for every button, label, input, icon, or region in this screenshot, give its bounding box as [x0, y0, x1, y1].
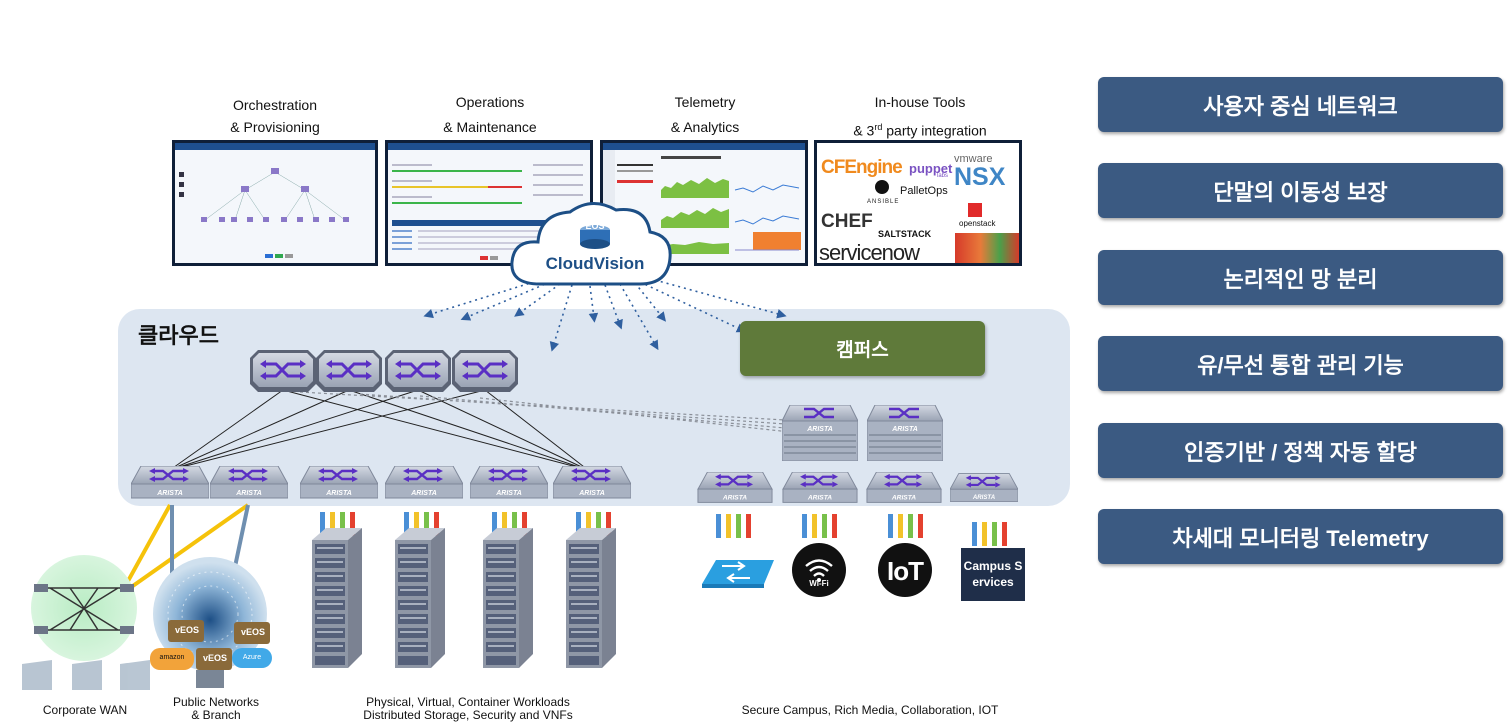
caption-line: & 3rd party integration	[820, 115, 1020, 144]
caption-line: Physical, Virtual, Container Workloads	[366, 695, 570, 709]
traffic-bars-icon	[802, 514, 837, 538]
spine-switch-icon	[452, 350, 518, 392]
access-switch-icon	[866, 472, 942, 504]
leaf-switch-icon	[470, 466, 548, 500]
puppet-logo: puppet	[909, 161, 953, 176]
orchestration-screenshot	[172, 140, 378, 266]
caption-line: & Analytics	[670, 119, 740, 135]
caption-workloads: Physical, Virtual, Container Workloads D…	[320, 696, 616, 722]
access-switch-device-icon	[702, 560, 774, 588]
caption-line: Public Networks	[172, 695, 260, 709]
caption-inhouse-tools: In-house Tools & 3rd party integration	[820, 90, 1020, 144]
leaf-switch-icon	[385, 466, 463, 500]
campus-services-line: Campus S	[963, 559, 1023, 573]
feature-telemetry: 차세대 모니터링 Telemetry	[1098, 509, 1503, 564]
caption-telemetry: Telemetry & Analytics	[630, 90, 780, 140]
palletops-logo: PalletOps	[900, 185, 948, 197]
caption-line: Telemetry	[674, 94, 736, 110]
caption-line: Distributed Storage, Security and VNFs	[363, 708, 573, 722]
azure-logo: Azure	[242, 654, 262, 661]
feature-auth-policy: 인증기반 / 정책 자동 할당	[1098, 423, 1503, 478]
servicenow-logo: servicenow	[819, 240, 920, 265]
puppet-labs-text: labs	[937, 173, 949, 179]
campus-label: 캠퍼스	[740, 321, 985, 376]
caption-orchestration: Orchestration & Provisioning	[200, 94, 350, 138]
operations-thumbnail	[392, 164, 586, 260]
saltstack-logo: SALTSTACK	[878, 229, 932, 239]
server-rack-icon	[312, 528, 362, 668]
caption-corporate-wan: Corporate WAN	[42, 703, 128, 717]
public-cloud-icon	[150, 557, 272, 688]
leaf-switch-icon	[553, 466, 631, 500]
caption-part: party integration	[882, 122, 987, 139]
server-rack-icon	[395, 528, 445, 668]
amazon-logo: amazon	[159, 654, 185, 661]
caption-line: Orchestration	[232, 97, 318, 113]
cloudvision-label: CloudVision	[545, 254, 645, 273]
feature-logical-separation: 논리적인 망 분리	[1098, 250, 1503, 305]
caption-public-networks: Public Networks & Branch	[150, 696, 282, 722]
traffic-bars-icon	[716, 514, 751, 538]
campus-core-switch-icon	[782, 405, 858, 461]
feature-device-mobility: 단말의 이동성 보장	[1098, 163, 1503, 218]
leaf-switch-icon	[210, 466, 288, 500]
caption-line: In-house Tools	[874, 94, 966, 110]
iot-icon	[878, 543, 932, 597]
feature-user-centric-network: 사용자 중심 네트워크	[1098, 77, 1503, 132]
cloudvision-cloud-icon	[510, 202, 672, 286]
spine-switch-icon	[250, 350, 316, 392]
corporate-wan-icon	[22, 555, 150, 690]
leaf-switches	[131, 466, 1018, 504]
server-rack-icon	[483, 528, 533, 668]
veos-label: vEOS	[240, 627, 265, 637]
iot-label: IoT	[887, 556, 924, 586]
cloud-label: 클라우드	[138, 323, 219, 348]
inhouse-tools-panel: CFEngine puppet labs vmware NSX PalletOp…	[814, 140, 1022, 266]
caption-line: Operations	[455, 94, 525, 110]
nsx-logo: NSX	[954, 163, 1006, 191]
access-switch-icon	[697, 472, 773, 504]
caption-line: & Branch	[191, 708, 241, 722]
fabric-links	[169, 389, 589, 471]
chef-logo: CHEF	[821, 211, 873, 232]
access-switch-icon	[782, 472, 858, 504]
topology-thumbnail	[179, 168, 349, 258]
spine-switch-icon	[316, 350, 382, 392]
caption-sup: rd	[874, 122, 883, 132]
ansible-icon	[875, 180, 889, 194]
caption-campus: Secure Campus, Rich Media, Collaboration…	[741, 703, 999, 717]
traffic-bars-icon	[972, 522, 1007, 546]
veos-label: vEOS	[174, 625, 199, 635]
traffic-bars-icon	[888, 514, 923, 538]
access-switch-icon	[950, 472, 1018, 503]
caption-line: & Maintenance	[443, 119, 537, 135]
campus-services-label: Campus S ervices	[961, 558, 1025, 590]
vmware-logo: vmware	[954, 153, 993, 165]
campus-services-box	[961, 548, 1025, 601]
caption-operations: Operations & Maintenance	[415, 90, 565, 140]
wifi-icon	[792, 543, 846, 597]
campus-links	[299, 391, 791, 433]
spine-switch-icon	[385, 350, 451, 392]
cloudvision-arrows	[423, 279, 787, 352]
leaf-switch-icon	[131, 466, 209, 500]
veos-label: vEOS	[202, 653, 227, 663]
wifi-label: Wi-Fi	[809, 579, 829, 588]
leaf-switch-icon	[300, 466, 378, 500]
heatmap-thumbnail	[955, 233, 1019, 263]
caption-line: & Provisioning	[230, 119, 320, 135]
eos-label: EOS	[585, 221, 605, 231]
server-rack-icon	[566, 528, 616, 668]
campus-services-line: ervices	[972, 575, 1014, 589]
cfengine-logo: CFEngine	[821, 157, 903, 178]
openstack-logo: openstack	[959, 219, 996, 228]
openstack-icon	[968, 203, 982, 217]
campus-core-switch-icon	[867, 405, 943, 461]
spine-switches	[250, 350, 518, 392]
caption-part: & 3	[853, 122, 875, 139]
ansible-logo: ANSIBLE	[867, 199, 900, 205]
feature-unified-management: 유/무선 통합 관리 기능	[1098, 336, 1503, 391]
